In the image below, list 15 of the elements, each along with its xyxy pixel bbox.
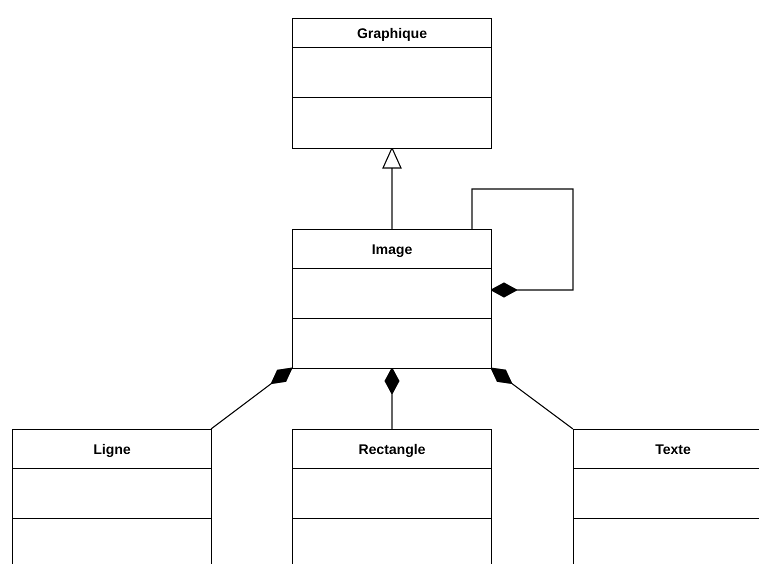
- class-box: [12, 429, 212, 564]
- class-box: [292, 18, 492, 149]
- class-box: [292, 229, 492, 369]
- composition-connector: [384, 368, 400, 429]
- composition-connector: [471, 188, 574, 298]
- class-box: [292, 429, 492, 564]
- class-name: Graphique: [356, 24, 427, 43]
- class-box: [573, 429, 759, 564]
- class-name: Ligne: [93, 440, 131, 459]
- generalization-arrow: [382, 147, 402, 229]
- class-name: Image: [372, 240, 412, 259]
- class-name: Rectangle: [358, 440, 426, 459]
- class-name: Texte: [655, 440, 691, 458]
- composition-connector: [490, 368, 574, 430]
- composition-connector: [210, 368, 292, 430]
